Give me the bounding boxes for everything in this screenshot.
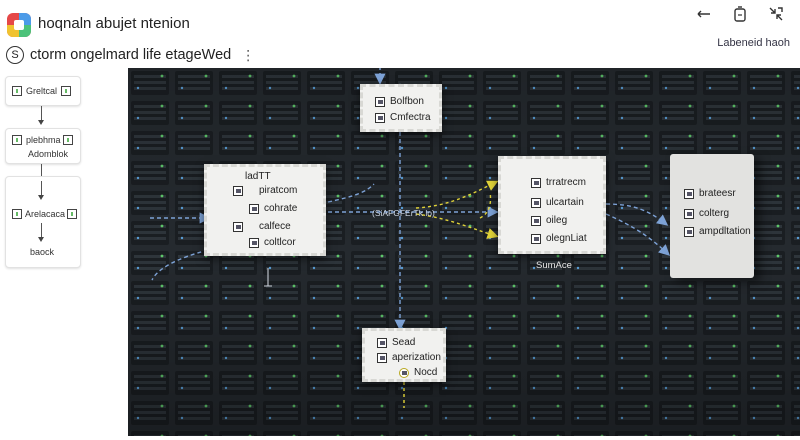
app-title: hoqnaln abujet ntenion (38, 15, 190, 32)
app-logo-icon (7, 13, 31, 37)
checkbox-icon[interactable] (233, 185, 243, 196)
collapse-icon[interactable] (766, 4, 786, 24)
node-row: cohrate (249, 203, 297, 214)
node-row: piratcom (233, 185, 297, 196)
checkbox-icon[interactable] (249, 237, 259, 248)
node-row-label: Cmfectra (390, 112, 431, 123)
node-left[interactable]: ladTT piratcom cohrate calfece coltlcor (204, 164, 326, 256)
node-row: aperization (377, 352, 441, 363)
node-center[interactable]: trratrecm ulcartain oileg olegnLiat (498, 156, 606, 254)
node-row-label: Sead (392, 337, 416, 348)
node-right[interactable]: brateesr colterg ampdltation (670, 154, 754, 278)
app-header: hoqnaln abujet ntenion S ctorm ongelmard… (0, 0, 800, 68)
arrow-down-icon (38, 195, 44, 200)
checkbox-icon[interactable] (531, 233, 541, 244)
sidebar-card-label: plebhma (26, 135, 61, 145)
checkbox-icon[interactable] (377, 352, 387, 363)
node-row-label: colterg (699, 208, 730, 219)
edge-label: (SiAFGFErTk lo) (372, 208, 435, 218)
node-row-label: brateesr (699, 188, 736, 199)
checkbox-icon[interactable] (531, 197, 541, 208)
node-bottom[interactable]: Sead aperization Nocd (362, 328, 446, 382)
checkbox-icon[interactable] (377, 337, 387, 348)
checkbox-icon[interactable] (531, 215, 541, 226)
checkbox-icon[interactable] (684, 208, 694, 219)
arrow-down-icon (38, 120, 44, 125)
node-row-label: calfece (259, 221, 291, 232)
sidebar-card-3[interactable]: Arelacaca baock (5, 176, 81, 268)
node-row-label: cohrate (264, 203, 298, 214)
checkbox-icon[interactable] (375, 96, 385, 107)
status-dot-icon (399, 367, 409, 378)
node-top[interactable]: Bolfbon Cmfectra (360, 84, 442, 132)
node-row-label: olegnLiat (546, 233, 587, 244)
node-icon (12, 135, 22, 145)
node-row: Bolfbon (375, 96, 424, 107)
node-row: coltlcor (249, 237, 296, 248)
arrow-down-icon (38, 237, 44, 242)
connector-line (41, 181, 42, 197)
node-row: trratrecm (531, 177, 586, 188)
node-row: olegnLiat (531, 233, 587, 244)
sidebar-card-label: Arelacaca (25, 209, 66, 219)
sidebar-flow: Greltcal plebhma Adomblok Arelacaca baoc… (0, 68, 128, 440)
checkbox-icon[interactable] (233, 221, 243, 232)
window-controls (694, 4, 786, 24)
header-link[interactable]: Labeneid haoh (717, 37, 790, 49)
node-row-label: piratcom (259, 185, 298, 196)
node-row-label: aperization (392, 352, 441, 363)
node-row: ampdltation (684, 226, 751, 237)
node-row: ulcartain (531, 197, 584, 208)
connector-line (41, 164, 42, 182)
sidebar-card-label: Greltcal (26, 86, 58, 96)
node-row-label: ulcartain (546, 197, 584, 208)
node-row: brateesr (684, 188, 736, 199)
connector-line (41, 106, 42, 122)
checkbox-icon[interactable] (531, 177, 541, 188)
node-icon (63, 135, 73, 145)
more-options-icon[interactable]: ⋮ (241, 46, 256, 63)
node-row: Nocd (399, 367, 437, 378)
node-row-label: coltlcor (264, 237, 296, 248)
node-row-label: Nocd (414, 367, 438, 378)
node-title: ladTT (245, 171, 271, 182)
node-row-label: oileg (546, 215, 568, 226)
node-row: colterg (684, 208, 729, 219)
connector-line (41, 223, 42, 239)
refresh-icon[interactable]: S (6, 46, 24, 64)
copy-icon[interactable] (730, 4, 750, 24)
node-row-label: ampdltation (699, 226, 751, 237)
checkbox-icon[interactable] (249, 203, 259, 214)
minimize-icon[interactable] (694, 4, 714, 24)
node-row-label: Bolfbon (390, 96, 424, 107)
sidebar-card-label: Adomblok (28, 149, 69, 159)
node-row: calfece (233, 221, 291, 232)
node-icon (12, 209, 22, 219)
node-caption: SumAce (536, 260, 572, 271)
subtitle-row: S ctorm ongelmard life etageWed ⋮ (6, 45, 255, 65)
node-row: Sead (377, 337, 415, 348)
page-subtitle: ctorm ongelmard life etageWed (30, 47, 232, 63)
node-icon (61, 86, 71, 96)
node-row: oileg (531, 215, 567, 226)
checkbox-icon[interactable] (684, 188, 694, 199)
node-icon (67, 209, 77, 219)
checkbox-icon[interactable] (684, 226, 694, 237)
sidebar-card-2[interactable]: plebhma Adomblok (5, 128, 81, 164)
checkbox-icon[interactable] (375, 112, 385, 123)
node-icon (12, 86, 22, 96)
sidebar-card-1[interactable]: Greltcal (5, 76, 81, 106)
flow-canvas[interactable]: Bolfbon Cmfectra ladTT piratcom cohrate … (128, 68, 800, 436)
node-row-label: trratrecm (546, 177, 586, 188)
sidebar-card-label: baock (30, 247, 55, 257)
node-row: Cmfectra (375, 112, 431, 123)
